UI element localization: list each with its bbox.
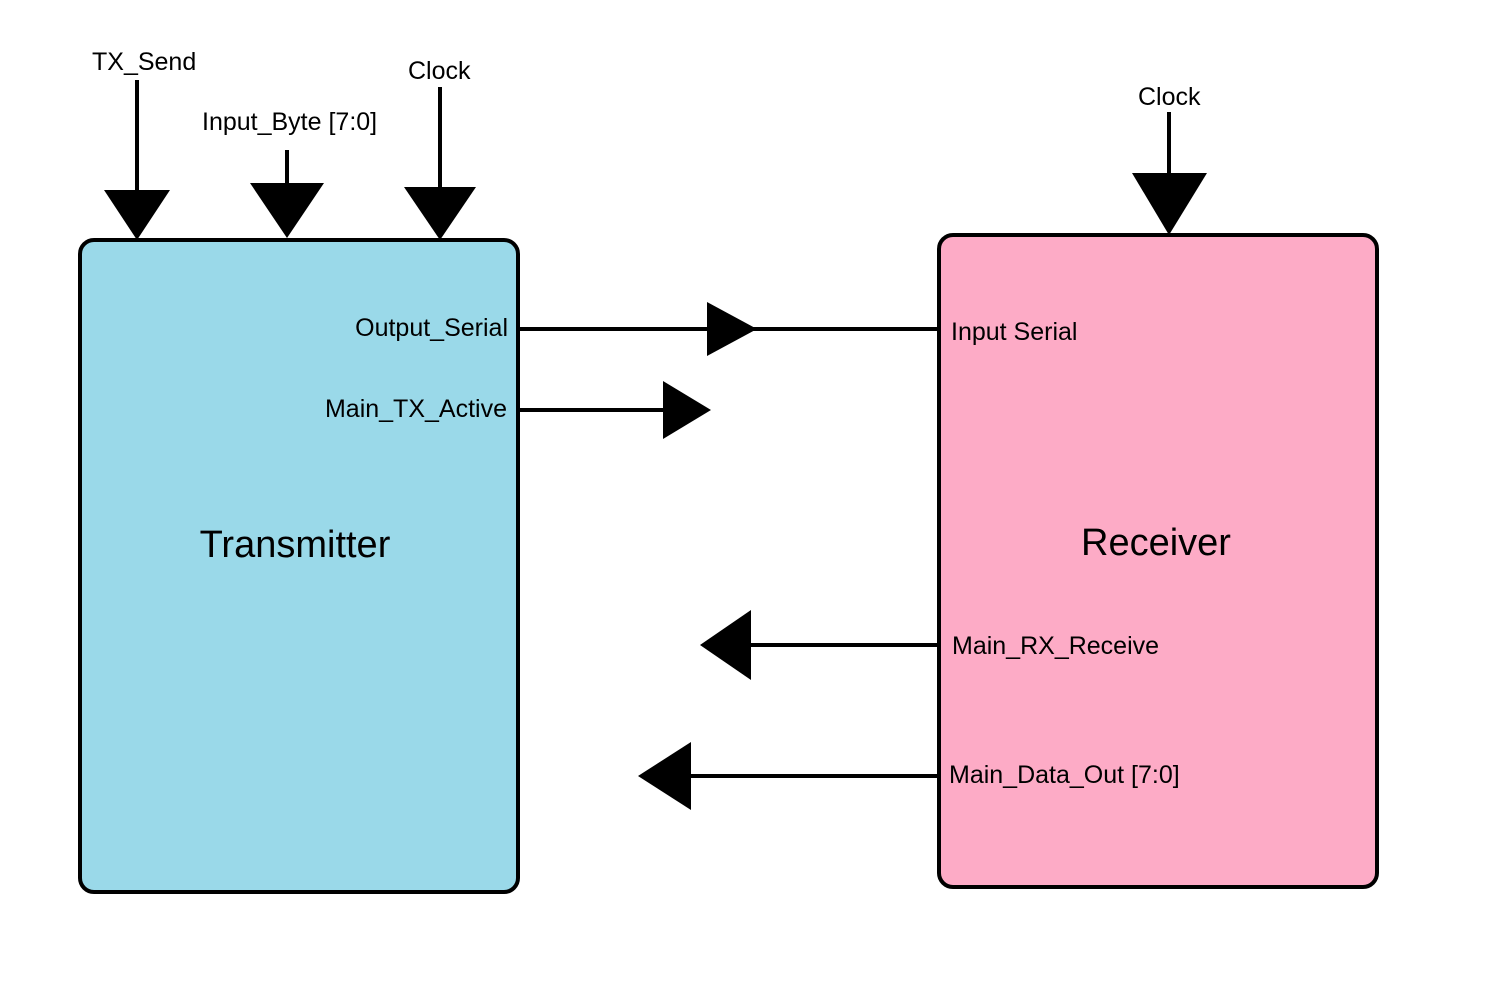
main-rx-receive-label: Main_RX_Receive bbox=[952, 632, 1159, 660]
tx-send-label: TX_Send bbox=[92, 48, 196, 76]
main-tx-active-label: Main_TX_Active bbox=[325, 395, 507, 423]
main-tx-active-output-arrow bbox=[518, 381, 711, 439]
transmitter-title: Transmitter bbox=[200, 524, 391, 566]
transmitter-clock-input-arrow bbox=[404, 87, 476, 240]
receiver-clock-input-arrow bbox=[1132, 112, 1207, 235]
receiver-block bbox=[937, 233, 1379, 889]
transmitter-block bbox=[78, 238, 520, 894]
main-data-out-output-arrow bbox=[638, 742, 939, 810]
main-data-out-label: Main_Data_Out [7:0] bbox=[949, 761, 1180, 789]
main-rx-receive-output-arrow bbox=[700, 610, 941, 680]
input-serial-label: Input Serial bbox=[951, 318, 1077, 346]
receiver-title: Receiver bbox=[1081, 522, 1231, 564]
transmitter-clock-label: Clock bbox=[408, 57, 471, 85]
receiver-clock-label: Clock bbox=[1138, 83, 1201, 111]
input-byte-input-arrow bbox=[250, 150, 324, 238]
input-byte-label: Input_Byte [7:0] bbox=[202, 108, 377, 136]
output-serial-label: Output_Serial bbox=[355, 314, 508, 342]
serial-link-arrow bbox=[518, 302, 939, 356]
tx-send-input-arrow bbox=[104, 80, 170, 240]
